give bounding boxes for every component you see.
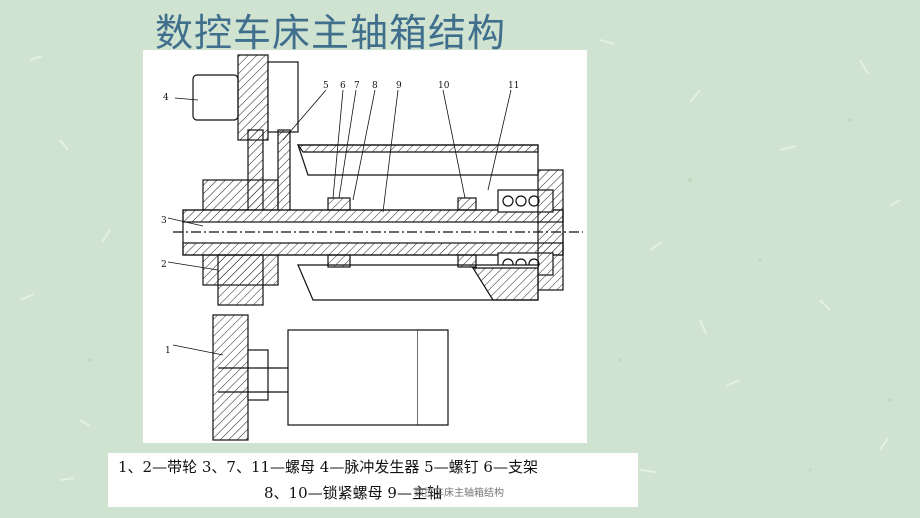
part-label-1: 1 (165, 346, 171, 356)
part-label-4: 4 (163, 93, 169, 103)
legend-line-2: 8、10—锁紧螺母 9—主轴 (264, 484, 442, 502)
parts-legend: 1、2—带轮 3、7、11—螺母 4—脉冲发生器 5—螺钉 6—支架 8、10—… (108, 453, 638, 507)
legend-line-1: 1、2—带轮 3、7、11—螺母 4—脉冲发生器 5—螺钉 6—支架 (118, 458, 538, 476)
spindle-box-drawing: 1 2 3 4 5 6 7 8 9 10 11 (143, 50, 587, 443)
part-label-9: 9 (396, 81, 402, 91)
part-label-8: 8 (372, 81, 378, 91)
part-label-11: 11 (508, 81, 519, 91)
slide-footer: 数控车床主轴箱结构 (414, 488, 504, 499)
part-label-3: 3 (161, 216, 167, 226)
part-label-6: 6 (340, 81, 346, 91)
part-label-2: 2 (161, 260, 167, 270)
slide-title: 数控车床主轴箱结构 (155, 11, 507, 55)
part-label-7: 7 (354, 81, 360, 91)
part-label-10: 10 (438, 81, 450, 91)
part-label-5: 5 (323, 81, 329, 91)
